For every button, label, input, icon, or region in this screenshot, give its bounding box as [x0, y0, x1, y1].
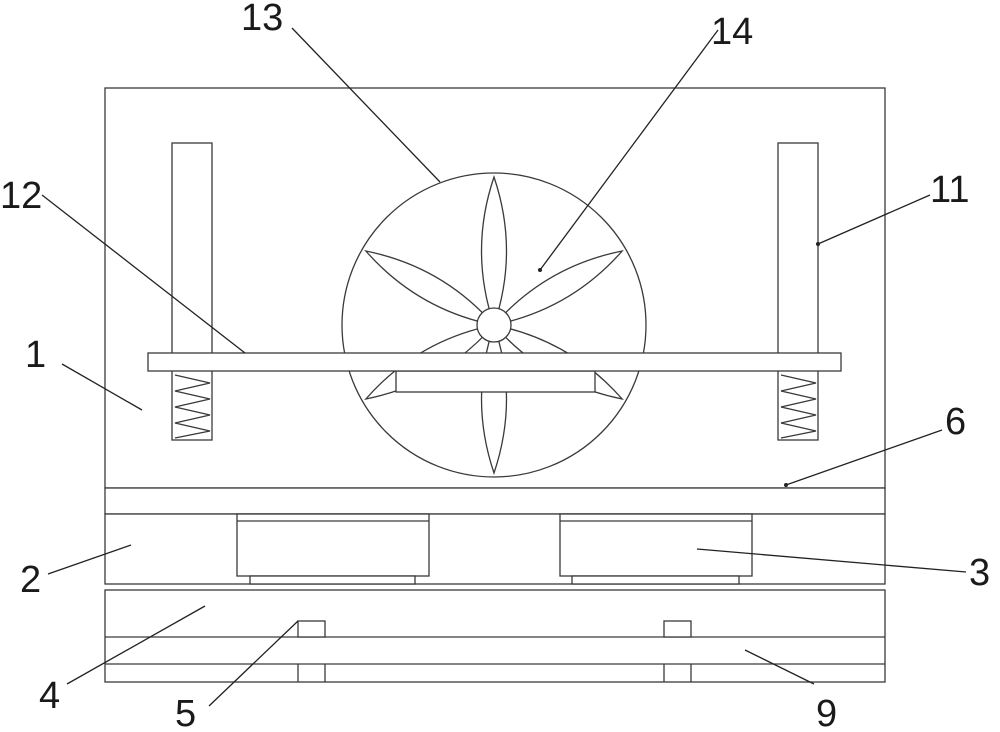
fan-assembly — [341, 172, 647, 478]
callout-label-4: 4 — [39, 675, 60, 717]
leader-line-14 — [539, 29, 719, 271]
left-spring — [174, 374, 211, 439]
leader-line-13 — [291, 27, 441, 183]
callout-label-12: 12 — [0, 175, 42, 217]
right-spring — [780, 374, 817, 439]
middle-layer — [104, 513, 886, 585]
callout-label-6: 6 — [945, 401, 966, 443]
callout-label-11: 11 — [930, 169, 969, 211]
left-compartment — [236, 513, 430, 577]
right-compartment — [559, 513, 753, 577]
fan-blade — [480, 174, 508, 328]
leader-line-12 — [41, 194, 246, 354]
leader-line-6 — [785, 429, 943, 486]
leader-dot-11 — [816, 242, 820, 246]
leader-line-4 — [66, 605, 206, 685]
fan-blade — [492, 249, 624, 327]
mount-block — [395, 370, 596, 393]
callout-label-2: 2 — [20, 559, 41, 601]
callout-label-1: 1 — [25, 334, 46, 376]
right-foot — [571, 575, 740, 585]
base-plate — [104, 589, 886, 683]
callout-label-5: 5 — [175, 693, 196, 732]
leader-dot-6 — [784, 483, 788, 487]
callout-label-14: 14 — [711, 11, 753, 53]
callout-label-3: 3 — [969, 552, 990, 594]
callout-label-13: 13 — [241, 0, 283, 39]
leader-line-2 — [47, 544, 132, 575]
cross-plate — [147, 352, 842, 372]
left-slide-block — [297, 620, 326, 638]
leader-line-11 — [817, 194, 931, 245]
left-foot — [249, 575, 416, 585]
leader-dot-14 — [538, 268, 542, 272]
leader-line-9 — [744, 649, 815, 685]
fan-blade — [364, 249, 496, 327]
leader-line-1 — [61, 363, 143, 411]
top-strip — [104, 487, 886, 515]
leader-line-5 — [208, 620, 299, 707]
right-slide-block — [663, 620, 692, 638]
leader-line-3 — [696, 548, 967, 573]
fan-hub — [476, 307, 512, 343]
callout-label-9: 9 — [816, 693, 837, 732]
